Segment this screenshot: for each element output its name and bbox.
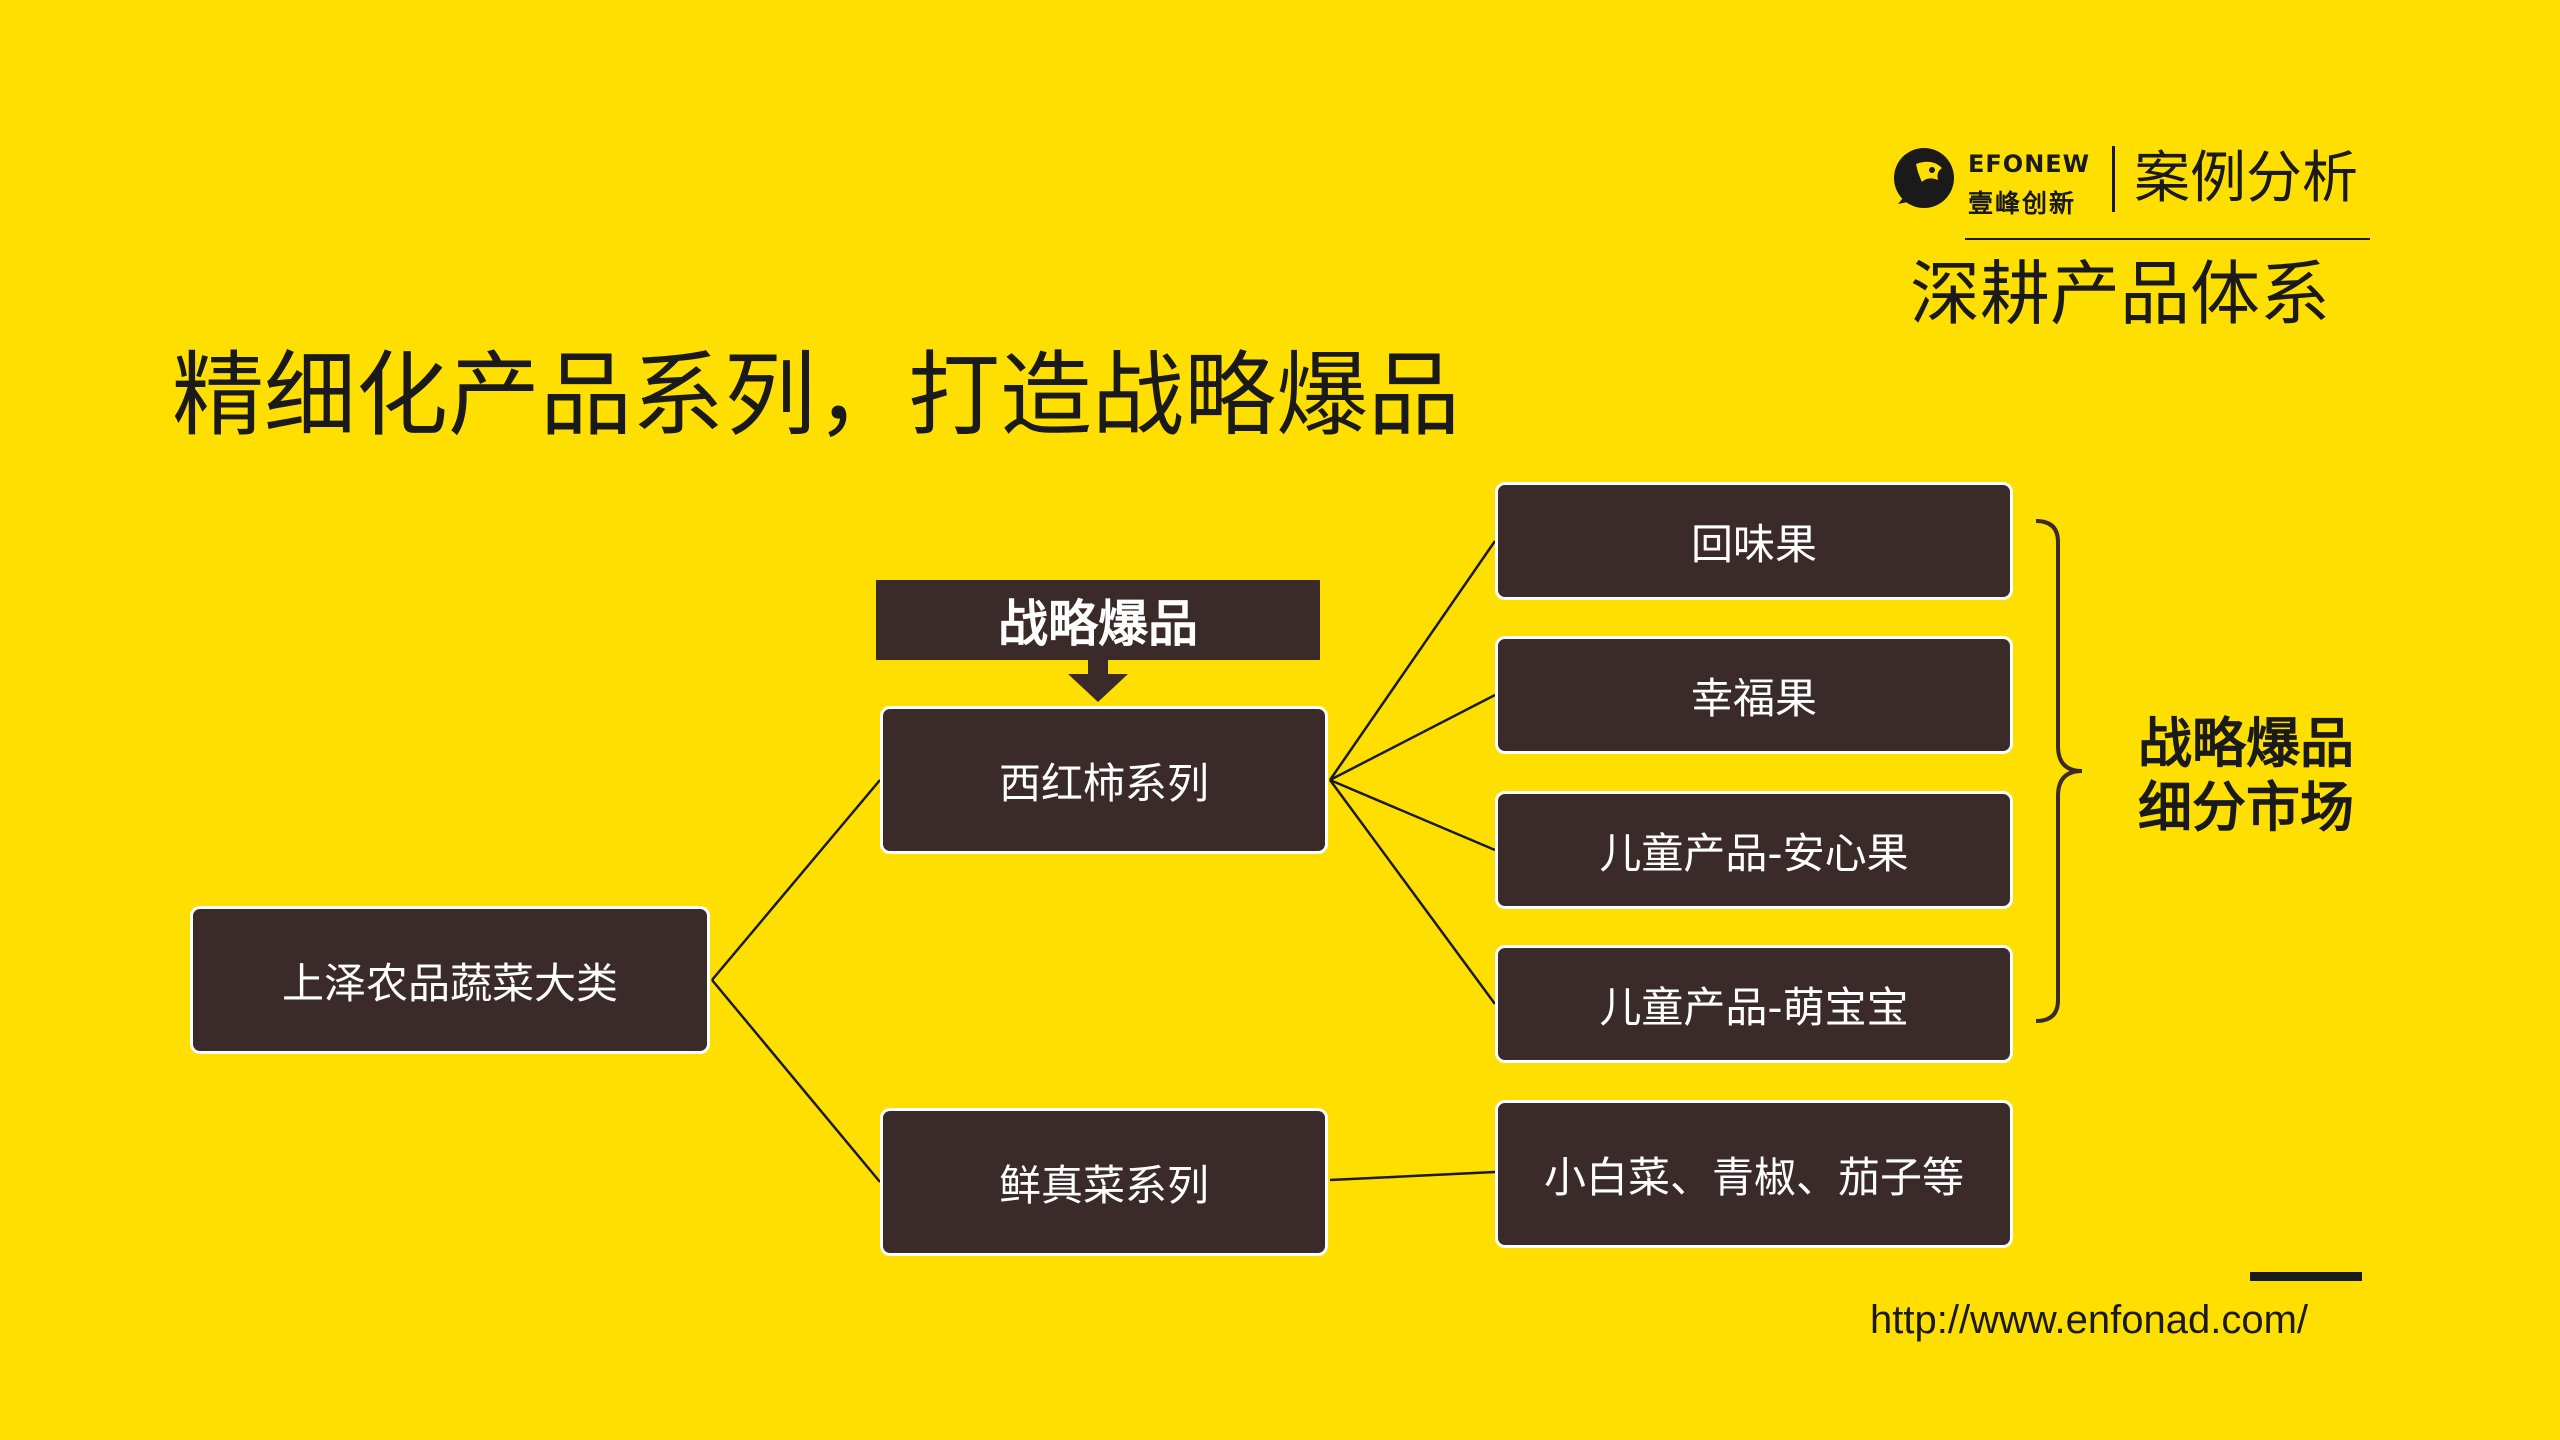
market-label-line-1: 战略爆品 [2138, 712, 2354, 775]
down-arrow-icon [1068, 660, 1128, 702]
node-product-huiweiguo: 回味果 [1495, 482, 2013, 600]
node-vegetable-series: 鲜真菜系列 [880, 1108, 1328, 1256]
page-title: 精细化产品系列，打造战略爆品 [172, 342, 1461, 449]
section-tag: 案例分析 [2134, 146, 2358, 211]
connector-tomato-leaf-2 [1329, 693, 1496, 782]
connector-root-veg [711, 979, 881, 1183]
node-product-greens: 小白菜、青椒、茄子等 [1495, 1100, 2013, 1248]
footer-url[interactable]: http://www.enfonad.com/ [1870, 1298, 2309, 1342]
footer-accent-bar [2250, 1272, 2362, 1281]
brand-logo-icon [1894, 148, 1954, 208]
header-rule [1965, 238, 2370, 240]
brand-divider [2112, 146, 2115, 212]
node-product-anxinguo: 儿童产品-安心果 [1495, 791, 2013, 909]
connector-veg-leaf-5 [1329, 1170, 1496, 1182]
right-brace-icon [2035, 519, 2083, 1023]
connector-tomato-leaf-1 [1328, 540, 1497, 781]
section-subtitle: 深耕产品体系 [1910, 253, 2330, 335]
connector-root-tomato [711, 779, 881, 981]
node-product-mengbaobao: 儿童产品-萌宝宝 [1495, 945, 2013, 1063]
connector-tomato-leaf-3 [1329, 778, 1496, 852]
strategic-hit-banner: 战略爆品 [876, 580, 1320, 660]
node-product-xingfuguo: 幸福果 [1495, 636, 2013, 754]
market-label-line-2: 细分市场 [2138, 776, 2354, 839]
brand-name-cn: 壹峰创新 [1968, 189, 2077, 218]
node-tomato-series: 西红柿系列 [880, 706, 1328, 854]
brand-name-en: EFONEW [1968, 150, 2091, 178]
node-root-category: 上泽农品蔬菜大类 [190, 906, 710, 1054]
connector-tomato-leaf-4 [1328, 779, 1497, 1005]
